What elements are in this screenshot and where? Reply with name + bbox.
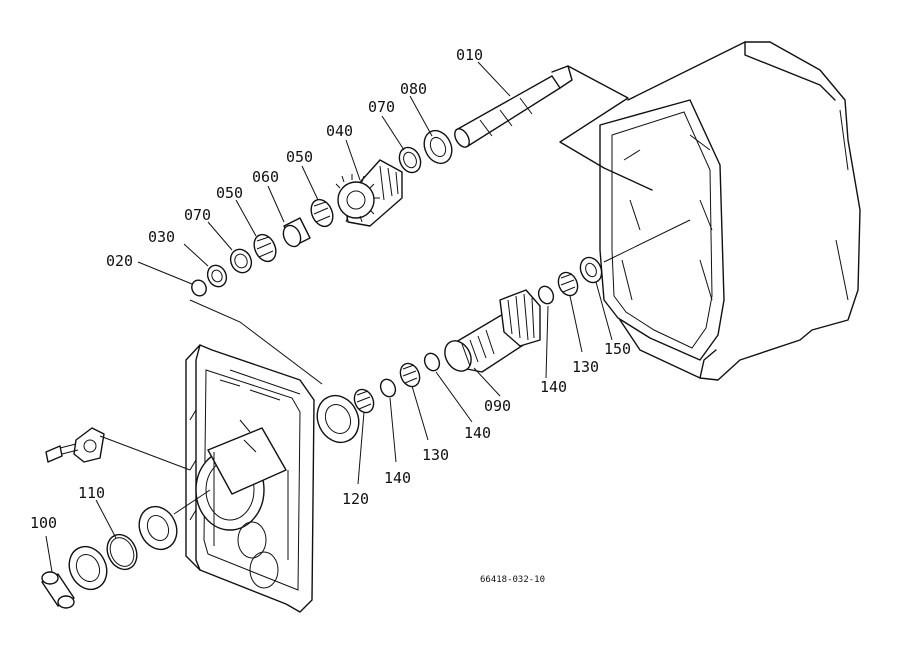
callout-010: 010 xyxy=(456,46,483,64)
housing-bearing xyxy=(316,394,360,444)
callout-050-upper: 050 xyxy=(286,148,313,166)
callout-130-right: 130 xyxy=(572,358,599,376)
callout-040: 040 xyxy=(326,122,353,140)
guide-line-upper xyxy=(189,299,323,385)
callout-150: 150 xyxy=(604,340,631,358)
front-housing xyxy=(185,344,315,613)
leader-lines xyxy=(45,61,613,573)
callout-030: 030 xyxy=(148,228,175,246)
guide-line-lower-right xyxy=(603,219,691,263)
callout-110: 110 xyxy=(78,484,105,502)
collar-060 xyxy=(282,217,311,248)
callout-labels: 010 080 070 040 050 060 050 070 030 020 … xyxy=(30,46,631,532)
snap-ring-020 xyxy=(191,279,207,297)
needle-bearing-130-left xyxy=(399,362,421,388)
upper-shaft-010 xyxy=(454,65,653,191)
needle-bearing-130-right xyxy=(557,271,579,297)
snap-ring-110 xyxy=(106,533,138,571)
collar-100 xyxy=(41,571,75,609)
front-bearing xyxy=(138,505,178,551)
callout-070-upper: 070 xyxy=(368,98,395,116)
callout-100: 100 xyxy=(30,514,57,532)
bolt xyxy=(45,443,79,463)
needle-bearing-050-upper xyxy=(310,198,334,228)
callout-140-mid: 140 xyxy=(464,424,491,442)
needle-bearing-050-lower xyxy=(253,233,277,263)
callout-020: 020 xyxy=(106,252,133,270)
callout-060: 060 xyxy=(252,168,279,186)
ring-140-right xyxy=(537,285,555,305)
ring-070-upper xyxy=(398,146,422,174)
ring-070-lower xyxy=(229,248,253,274)
callout-050-lower: 050 xyxy=(216,184,243,202)
cover-plate xyxy=(73,427,191,471)
guide-line-front xyxy=(173,489,211,515)
ring-030 xyxy=(206,264,228,288)
drawing-number: 66418-032-10 xyxy=(480,575,545,585)
callout-080: 080 xyxy=(400,80,427,98)
gear-040 xyxy=(335,159,403,227)
ring-140-left xyxy=(379,378,397,398)
callout-120: 120 xyxy=(342,490,369,508)
callout-130-left: 130 xyxy=(422,446,449,464)
transmission-case xyxy=(599,41,861,381)
callout-140-right: 140 xyxy=(540,378,567,396)
bearing-120 xyxy=(353,388,375,414)
oil-seal xyxy=(68,545,108,591)
callout-070-lower: 070 xyxy=(184,206,211,224)
ring-140-mid xyxy=(423,352,441,372)
callout-140-left: 140 xyxy=(384,469,411,487)
bearing-080 xyxy=(423,129,453,165)
thrust-washer-150 xyxy=(579,256,603,284)
lower-shaft-090 xyxy=(444,289,541,373)
callout-090: 090 xyxy=(484,397,511,415)
